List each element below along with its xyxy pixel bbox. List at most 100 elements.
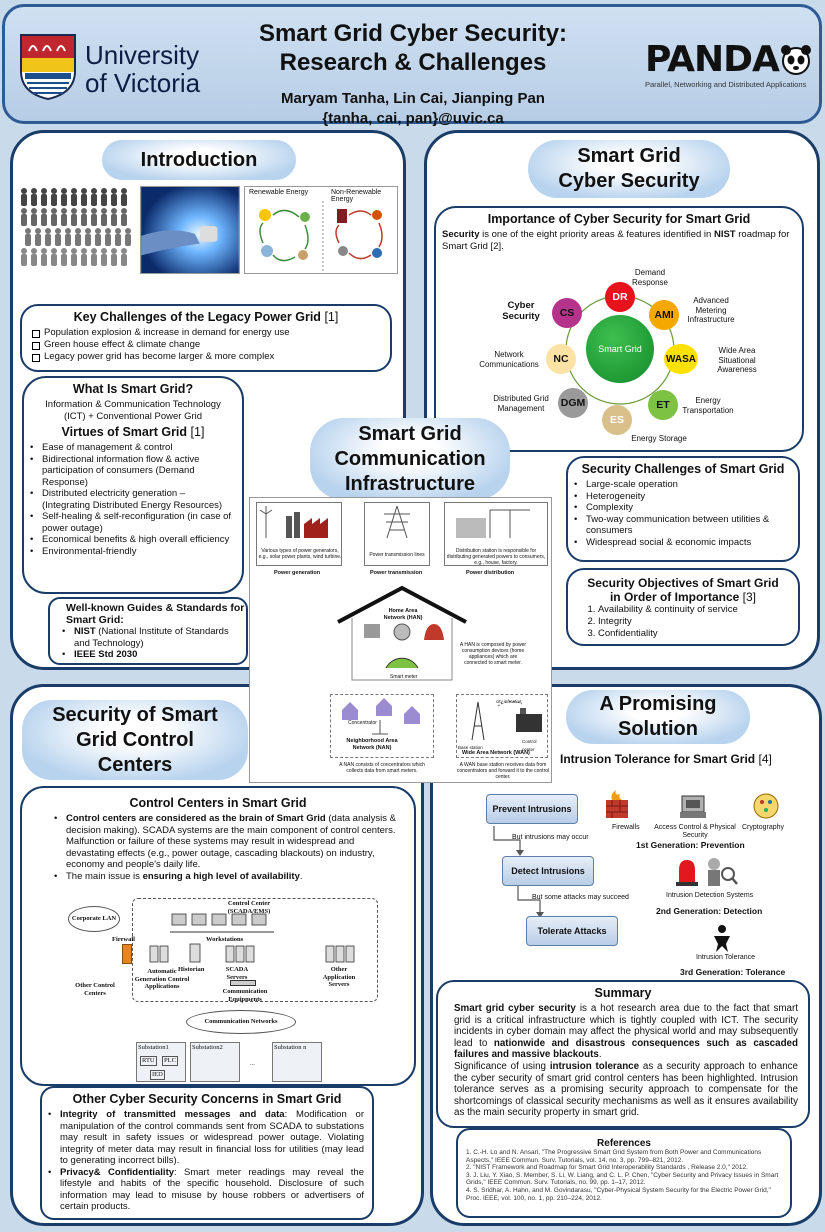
security-challenges-title: Security Challenges of Smart Grid [581,462,785,476]
security-objectives-title-line-2: in Order of Importance [3] [568,590,798,604]
detective-icon [708,858,738,886]
control-centers-box: Control Centers in Smart Grid Control ce… [20,786,416,1086]
challenge-item: Legacy power grid has become larger & mo… [32,351,390,363]
non-renewable-energy-label: Non-Renewable Energy [331,189,382,203]
substation-2-label: Substation2 [192,1044,223,1051]
security-objectives-ref: [3] [742,590,757,604]
solution-subtitle-text: Intrusion Tolerance for Smart Grid [560,752,756,766]
gen2-label: 2nd Generation: Detection [656,906,763,916]
virtues-title: Virtues of Smart Grid [1] [24,425,242,439]
summary-s2-a: Significance of using [454,1060,550,1072]
solution-title: A Promising Solution [566,690,750,744]
node-et: ET [648,390,678,420]
what-is-smart-grid-text: Information & Communication Technology (… [45,399,221,422]
security-objectives-title: Security Objectives of Smart Grid in Ord… [568,576,798,604]
wan-tower-icon [471,700,542,741]
control-centers-title-line-1: Security of Smart [52,703,218,726]
substation-1-label: Substation1 [138,1044,169,1051]
wan-title: Wide Area Network (WAN) [462,750,530,756]
objective-item: Availability & continuity of service [598,604,798,616]
node-dr-abbr: DR [612,291,628,303]
control-centers-p2-bold: ensuring a high level of availability [142,870,300,882]
authors: Maryam Tanha, Lin Cai, Jianping Pan [281,90,545,107]
cryptography-icon [753,793,779,819]
prevent-intrusions-step: Prevent Intrusions [486,794,578,824]
control-centers-point-2: The main issue is ensuring a high level … [54,870,398,883]
node-cs: CS [552,298,582,328]
agc-label: Automatic Generation Control Application… [134,968,190,990]
han-title: Home Area Network (HAN) [383,608,423,621]
substation-2 [190,1042,240,1082]
access-control-label: Access Control & Physical Security [654,824,736,839]
power-generation-label: Power generation [274,570,321,576]
renewable-energy-label: Renewable Energy [249,189,309,196]
nan-houses-icon [342,698,420,735]
summary-s2-b: as a security approach to enhance the cy… [454,1060,799,1119]
legacy-grid-challenges-title: Key Challenges of the Legacy Power Grid … [22,310,390,324]
university-name-line-2: of Victoria [85,68,201,98]
virtue-item: Distributed electricity generation – (In… [30,488,232,511]
node-es: ES [602,405,632,435]
servers-icon [149,943,355,963]
node-dr: DR [605,282,635,312]
summary-s1-bold: Smart grid cyber security [454,1003,576,1014]
virtue-item: Economical benefits & high overall effic… [30,534,232,546]
summary-s1-a: is a hot research area due to the fact t… [454,1003,798,1049]
stage-generation [256,502,342,566]
security-challenge-item: Heterogeneity [574,491,798,503]
reference-item: 1. C.-H. Lo and N. Ansari, "The Progress… [466,1149,762,1164]
distribution-note: Distribution station is responsible for … [446,548,546,566]
power-distribution-label: Power distribution [466,570,515,576]
introduction-title: Introduction [102,140,296,180]
university-crest-icon [20,34,76,101]
importance-security: Security [442,229,480,240]
tolerate-attacks-step: Tolerate Attacks [526,916,618,946]
importance-text-a: is one of the eight priority areas & fea… [479,229,714,240]
control-centers-p1-rest: (data analysis & decision making). SCADA… [66,813,396,870]
crowd-image [18,183,136,273]
detect-intrusions-step: Detect Intrusions [502,856,594,886]
gen1-label: 1st Generation: Prevention [636,840,745,850]
comm-infra-title-line-1: Smart Grid [358,422,462,445]
control-centers-title: Security of Smart Grid Control Centers [22,700,248,780]
historian-label: Historian [178,966,205,973]
authors-block: Maryam Tanha, Lin Cai, Jianping Pan {tan… [223,89,603,129]
node-ami-abbr: AMI [654,309,674,321]
firewalls-label: Firewalls [612,824,640,831]
concern-privacy-bold: Privacy& Confidentiality [60,1166,175,1178]
node-et-label: Energy Transportation [682,396,734,415]
other-app-servers-label: Other Application Servers [322,966,356,988]
cyber-security-title-line-2: Cyber Security [558,170,700,192]
tolerance-icon [714,925,730,952]
security-challenge-item: Complexity [574,502,798,514]
poster-title: Smart Grid Cyber Security: Research & Ch… [223,19,603,77]
ids-label: Intrusion Detection Systems [666,892,754,899]
reference-item: 4. S. Sridhar, A. Hahn, and M. Govindara… [466,1186,771,1202]
node-nc-abbr: NC [553,353,569,365]
node-cs-abbr: CS [559,307,575,319]
comm-infra-diagram: Various types of power generators, e.g.,… [249,497,552,783]
smart-grid-ring-diagram: Smart Grid DR AMI WASA ET ES DGM NC CS D… [434,260,804,450]
alarm-icon [676,860,698,886]
stage-distribution [444,502,548,566]
scada-control-center-label: Control Center (SCADA/EMS) [227,900,271,915]
reference-item: 2. "NIST Framework and Roadmap for Smart… [466,1164,748,1172]
scada-diagram: Control Center (SCADA/EMS) Corporate LAN… [66,896,380,1084]
smart-grid-center: Smart Grid [586,315,654,383]
node-et-abbr: ET [656,399,670,411]
control-centers-p1-bold: Control centers are considered as the br… [66,813,326,824]
rtu-label: RTU [140,1056,157,1066]
poster-title-line-1: Smart Grid Cyber Security: [258,20,568,47]
lab-name: Parallel, Networking and Distributed App… [645,80,807,89]
reference-item: 3. J. Liu, Y. Xiao, S. Member, S. Li, W.… [466,1171,779,1187]
challenge-item: Population explosion & increase in deman… [32,327,390,339]
node-wasa-label: Wide Area Situational Awareness [717,346,757,374]
nan-note: A NAN consists of concentrators which co… [339,762,425,774]
transmission-note: Power transmission lines [369,552,425,558]
transmission-tower-icon [384,505,410,539]
importance-text-b: roadmap for Smart Grid [2]. [442,229,790,252]
comm-infra-title-line-2: Communication [334,447,486,470]
wan-note: A WAN base station receives data from co… [456,762,550,780]
legacy-grid-challenges-title-text: Key Challenges of the Legacy Power Grid [73,310,321,324]
node-wasa: WASA [664,344,698,374]
